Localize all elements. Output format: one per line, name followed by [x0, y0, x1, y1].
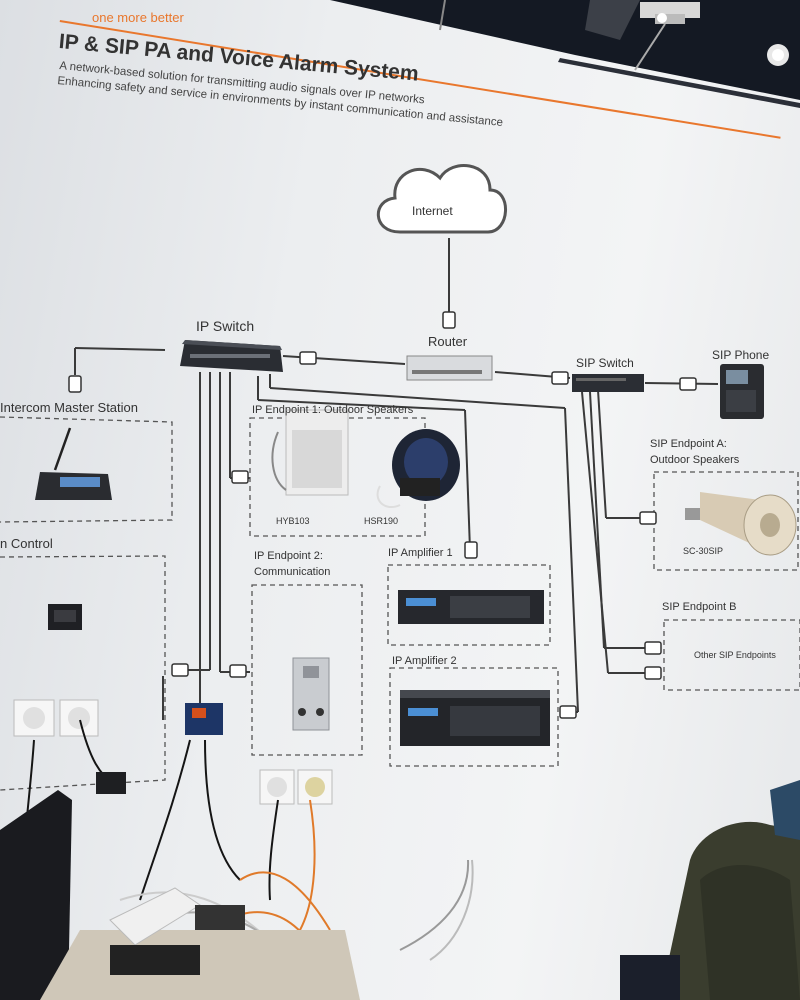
amplifier-1-device: [398, 590, 544, 624]
amp2-label: IP Amplifier 2: [392, 655, 457, 667]
router-label: Router: [428, 334, 468, 349]
endpoint1-label: IP Endpoint 1: Outdoor Speakers: [252, 404, 414, 416]
cloud-icon: [376, 164, 507, 234]
control-label: n Control: [0, 536, 53, 551]
intercom-device: [35, 427, 112, 500]
horn-model-label: SC-30SIP: [683, 546, 724, 556]
horn-speaker-device: [685, 492, 797, 556]
sip-b-label: SIP Endpoint B: [662, 601, 737, 613]
sip-switch-device: [572, 374, 644, 392]
intercom-panel-device: [292, 657, 330, 731]
bag-silhouette: [620, 955, 680, 1000]
ip-switch-label: IP Switch: [196, 318, 255, 334]
sip-a-label-2: Outdoor Speakers: [650, 454, 740, 466]
brand-tagline: one more better: [92, 10, 184, 25]
sip-phone-label: SIP Phone: [712, 348, 770, 362]
wall-plate-device: [48, 604, 82, 630]
sip-phone-device: [720, 364, 764, 419]
router-device: [406, 355, 493, 381]
power-adapter: [96, 772, 126, 794]
intercom-label: Intercom Master Station: [0, 400, 138, 415]
sip-switch-label: SIP Switch: [576, 356, 634, 370]
amplifier-2-device: [400, 690, 550, 746]
jacket-silhouette: [660, 780, 800, 1000]
network-gear-on-desk: [109, 887, 245, 975]
other-sip-label: Other SIP Endpoints: [694, 650, 776, 660]
connector-icons: [68, 311, 697, 719]
speaker-b-label: HSR190: [364, 516, 399, 526]
connection-lines: [74, 238, 719, 720]
ip-switch-device: [180, 340, 283, 372]
sip-a-label-1: SIP Endpoint A:: [650, 438, 727, 450]
monitor-silhouette: [0, 790, 72, 1000]
speaker-a-label: HYB103: [276, 516, 310, 526]
outdoor-speaker-device: [271, 409, 349, 496]
endpoint2-label-2: Communication: [254, 566, 331, 578]
ceiling-speaker-device: [376, 429, 460, 508]
amp1-label: IP Amplifier 1: [388, 547, 453, 559]
circuit-board-device: [185, 703, 223, 735]
internet-label: Internet: [412, 204, 453, 218]
power-sockets: [13, 699, 333, 805]
endpoint2-label-1: IP Endpoint 2:: [254, 550, 323, 562]
